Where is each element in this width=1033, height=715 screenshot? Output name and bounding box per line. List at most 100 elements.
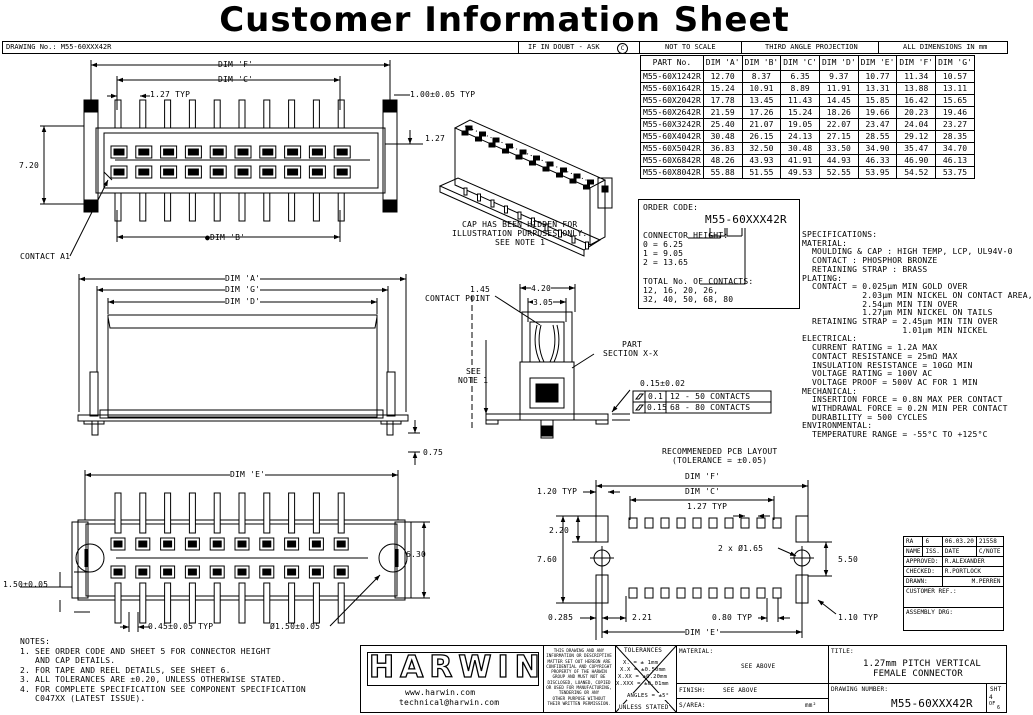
drawing-number: M55-60XXX42R xyxy=(891,697,973,710)
tolerance-01: 0.1 xyxy=(648,392,664,401)
contact-slot xyxy=(237,168,249,176)
top-contact-tail xyxy=(164,99,172,129)
bottom-cavity xyxy=(184,537,200,551)
bottom-cavity xyxy=(209,565,225,579)
bottom-contact-tail xyxy=(337,492,345,534)
dim-f-label: DIM 'F' xyxy=(218,60,254,69)
pcb-dim-c: DIM 'C' xyxy=(685,487,721,496)
bottom-contact-tail xyxy=(188,492,196,534)
bottom-slot xyxy=(138,540,148,548)
assembly-drg-label: ASSEMBLY DRG: xyxy=(903,607,1004,631)
contact-cavity xyxy=(135,145,153,159)
order-code-label: ORDER CODE: xyxy=(643,203,699,212)
spec-line: CONTACT = 0.025µm MIN GOLD OVER xyxy=(802,282,968,292)
iso-contact xyxy=(529,160,536,166)
contact-slot xyxy=(138,148,150,156)
contact-cavity xyxy=(333,165,351,179)
drawn-label: DRAWN: xyxy=(903,576,943,587)
iso-contact xyxy=(502,148,509,154)
tolerance-cross xyxy=(615,645,677,713)
spec-line: CONTACT RESISTANCE = 25mΩ MAX xyxy=(802,351,958,361)
connector-height-title: CONNECTOR HEIGHT: xyxy=(643,231,729,240)
iso-tail xyxy=(504,205,508,214)
iso-contact xyxy=(546,161,554,167)
front-view-drawing xyxy=(77,314,409,436)
iso-contact xyxy=(479,131,486,137)
logo-frame xyxy=(367,652,539,686)
bottom-cavity xyxy=(308,565,324,579)
part-table-cell: 54.52 xyxy=(896,166,937,179)
bottom-cavity xyxy=(110,537,126,551)
iso-contact xyxy=(542,166,550,172)
pcb-pad xyxy=(660,587,670,599)
drawing-number-label: DRAWING NUMBER: xyxy=(831,686,889,693)
spec-line: DURABILITY = 500 CYCLES xyxy=(802,412,928,422)
sheet-of: OF xyxy=(989,701,996,707)
iso-contact xyxy=(587,179,594,185)
revision-table: RA 6 06.03.20 21558 NAME ISS. DATE C/NOT… xyxy=(902,536,1004,631)
unless-stated: UNLESS STATED xyxy=(619,704,669,711)
confidential-line: CONFIDENTIAL AND COPYRIGHT xyxy=(546,663,612,669)
rev-cell: RA xyxy=(902,536,924,547)
contact-slot xyxy=(237,148,249,156)
sarea-label: S/AREA: xyxy=(679,702,706,709)
bottom-contact-tail xyxy=(213,582,221,624)
bottom-slot xyxy=(212,540,222,548)
contact-cavity xyxy=(209,145,227,159)
spec-line: RETAINING STRAP = 2.45µm MIN TIN OVER xyxy=(802,317,998,326)
rev-cell: ISS. xyxy=(922,546,943,557)
top-contact-tail xyxy=(188,192,196,222)
bottom-cavity xyxy=(333,565,349,579)
tol-line-3: X.XX = ±0.20mm xyxy=(618,674,668,680)
iso-tail xyxy=(463,187,468,196)
contact-cavity xyxy=(234,145,252,159)
iso-contact xyxy=(461,130,469,136)
bottom-cavity xyxy=(135,537,151,551)
spec-line: ENVIRONMENTAL: xyxy=(802,421,873,431)
iso-contact xyxy=(519,149,527,155)
part-section-label-2: SECTION X-X xyxy=(603,349,659,358)
dimensions-label: ALL DIMENSIONS IN mm xyxy=(903,43,988,51)
contact-cavity xyxy=(333,145,351,159)
spec-line: WITHDRAWAL FORCE = 0.2N MIN PER CONTACT xyxy=(802,404,1008,413)
iso-tail xyxy=(544,223,549,232)
pcb-080-label: 0.80 TYP xyxy=(712,613,753,622)
top-contact-tail xyxy=(114,99,122,129)
rev-cell: C/NOTE xyxy=(975,546,1004,557)
confidential-line: OTHER PURPOSE WITHOUT xyxy=(552,695,606,701)
note-line: AND CAP DETAILS. xyxy=(20,656,116,665)
contact-cavity xyxy=(160,165,178,179)
contact-cavity xyxy=(160,145,178,159)
contact-slot xyxy=(187,168,199,176)
dia-150-label: Ø1.50±0.05 xyxy=(270,622,321,631)
sheet-number: 4 xyxy=(989,694,993,701)
bottom-slot xyxy=(287,540,297,548)
contact-slot xyxy=(287,168,299,176)
section-view-drawing xyxy=(485,311,609,439)
bottom-cavity xyxy=(259,565,275,579)
rev-cell: 21558 xyxy=(975,536,1004,547)
pcb-pad xyxy=(676,587,686,599)
pcb-pad xyxy=(740,587,750,599)
bottom-contact-tail xyxy=(139,582,147,624)
sheet-label: SHT xyxy=(990,686,1002,693)
iso-contact xyxy=(560,167,567,173)
dim-a-label: DIM 'A' xyxy=(225,274,261,283)
top-contact-tail xyxy=(188,99,196,129)
spec-line: CONTACT : PHOSPHOR BRONZE xyxy=(802,256,938,266)
pcb-title-1: RECOMMENEDED PCB LAYOUT xyxy=(662,447,778,456)
top-contact-tail xyxy=(312,192,320,222)
bottom-contact-tail xyxy=(263,582,271,624)
pcb-pad xyxy=(708,587,718,599)
contact-cavity xyxy=(259,165,277,179)
spec-line: ELECTRICAL: xyxy=(802,334,858,344)
top-contact-tail xyxy=(139,99,147,129)
pcb-550-label: 5.50 xyxy=(838,555,859,564)
note-line: 1. SEE ORDER CODE AND SHEET 5 FOR CONNEC… xyxy=(20,646,271,656)
contact-slot xyxy=(163,148,175,156)
bottom-cavity xyxy=(259,537,275,551)
bottom-slot xyxy=(336,540,346,548)
top-contact-tail xyxy=(288,99,296,129)
bottom-view-drawing xyxy=(71,492,412,624)
contact-cavity xyxy=(110,145,128,159)
